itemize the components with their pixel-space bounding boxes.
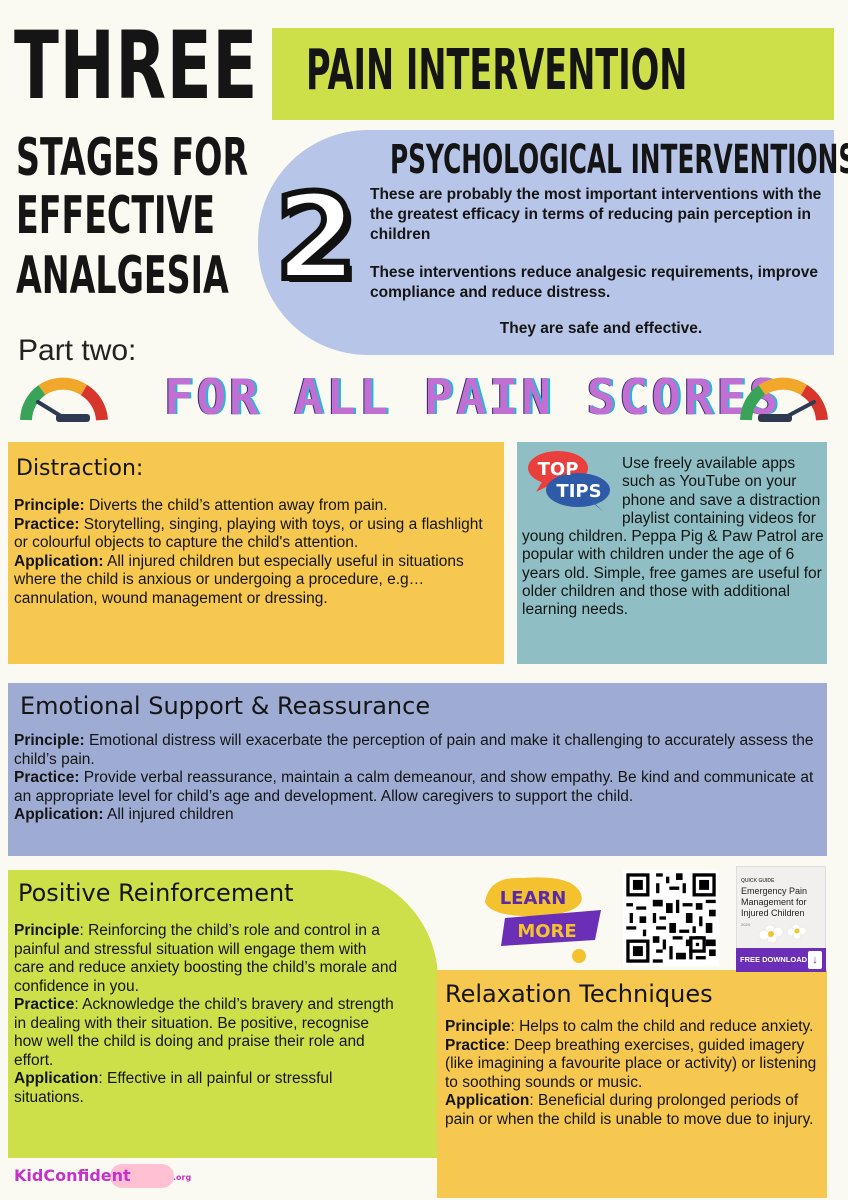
emotional-principle: Emotional distress will exacerbate the p… — [14, 732, 814, 768]
psychological-panel — [258, 130, 834, 355]
emotional-application: All injured children — [103, 806, 234, 823]
learn-more-line2: MORE — [517, 921, 576, 942]
relaxation-heading: Relaxation Techniques — [445, 980, 713, 1008]
learn-more-link[interactable]: LEARN MORE — [483, 872, 605, 968]
distraction-principle: Diverts the child’s attention away from … — [84, 497, 388, 514]
free-download-label: FREE DOWNLOAD — [740, 955, 808, 964]
principle-label: Principle — [445, 1018, 511, 1035]
learn-more-line1: LEARN — [500, 888, 567, 909]
kidconfident-logo: KidConfident — [14, 1166, 131, 1185]
guide-title: Emergency Pain Management for Injured Ch… — [741, 886, 808, 918]
distraction-body: Principle: Diverts the child’s attention… — [14, 497, 498, 608]
positive-reinforcement-card — [8, 870, 438, 1158]
logo-highlight — [110, 1164, 174, 1188]
top-tips-body: Use freely available apps such as YouTub… — [522, 455, 824, 620]
principle-label: Principle — [14, 922, 80, 939]
emotional-support-body: Principle: Emotional distress will exace… — [14, 732, 822, 825]
practice-label: Practice: — [14, 515, 80, 533]
distraction-practice: Storytelling, singing, playing with toys… — [14, 515, 483, 552]
guide-year: 2024 — [741, 922, 750, 927]
emotional-support-heading: Emotional Support & Reassurance — [20, 692, 431, 720]
emotional-practice: Provide verbal reassurance, maintain a c… — [14, 769, 814, 805]
practice-label: Practice — [14, 996, 75, 1013]
positive-principle: : Reinforcing the child’s role and contr… — [14, 922, 398, 995]
psychological-paragraph-1: These are probably the most important in… — [370, 186, 822, 243]
positive-reinforcement-heading: Positive Reinforcement — [18, 879, 294, 907]
practice-label: Practice — [445, 1036, 506, 1054]
flowers-icon — [758, 923, 807, 944]
top-tips-icon: TOP TIPS — [528, 451, 610, 512]
application-label: Application: — [14, 806, 104, 823]
banner-title: PAIN INTERVENTION — [306, 38, 688, 103]
relaxation-body: Principle: Helps to calm the child and r… — [445, 1018, 823, 1129]
relaxation-practice: : Deep breathing exercises, guided image… — [445, 1036, 817, 1091]
relaxation-principle: : Helps to calm the child and reduce anx… — [510, 1018, 814, 1035]
main-title: THREE — [14, 12, 259, 121]
psychological-paragraph-3: They are safe and effective. — [499, 320, 703, 337]
psychological-paragraph-2: These interventions reduce analgesic req… — [370, 264, 818, 301]
positive-application: : Effective in all painful or stressful … — [14, 1070, 333, 1106]
relaxation-card — [437, 970, 827, 1198]
positive-practice: : Acknowledge the child’s bravery and st… — [14, 996, 394, 1069]
pain-gauge-left-icon — [20, 377, 108, 422]
top-tips-text: Use freely available apps such as YouTub… — [522, 455, 824, 619]
positive-reinforcement-body: Principle: Reinforcing the child’s role … — [14, 922, 400, 1107]
practice-label: Practice: — [14, 769, 80, 786]
subtitle-line-1: STAGES FOR — [16, 128, 249, 188]
distraction-card — [8, 442, 504, 664]
psychological-title: PSYCHOLOGICAL INTERVENTIONS — [390, 137, 848, 183]
pain-intervention-banner — [272, 28, 834, 120]
download-arrow-icon: ↓ — [808, 951, 822, 969]
distraction-application: All injured children but especially usef… — [14, 552, 464, 607]
qr-code[interactable] — [622, 870, 720, 966]
pain-scores-banner: FOR ALL PAIN SCORES — [164, 369, 782, 426]
emotional-support-card — [8, 683, 827, 856]
application-label: Application — [14, 1070, 99, 1087]
relaxation-application: : Beneficial during prolonged periods of… — [445, 1092, 814, 1128]
guide-tag: QUICK GUIDE — [741, 878, 775, 884]
principle-label: Principle: — [14, 732, 85, 749]
application-label: Application — [445, 1092, 530, 1109]
stage-number: 2 — [272, 168, 360, 306]
application-label: Application: — [14, 552, 104, 570]
principle-label: Principle: — [14, 497, 85, 514]
logo-suffix: .org — [173, 1173, 192, 1182]
subtitle-line-3: ANALGESIA — [16, 246, 229, 306]
part-label: Part two: — [18, 334, 137, 367]
distraction-heading: Distraction: — [16, 456, 144, 481]
top-tips-badge-top: TOP — [538, 459, 579, 480]
subtitle-line-2: EFFECTIVE — [16, 186, 215, 246]
pain-gauge-right-icon — [740, 377, 828, 422]
top-tips-badge-bottom: TIPS — [556, 481, 601, 502]
